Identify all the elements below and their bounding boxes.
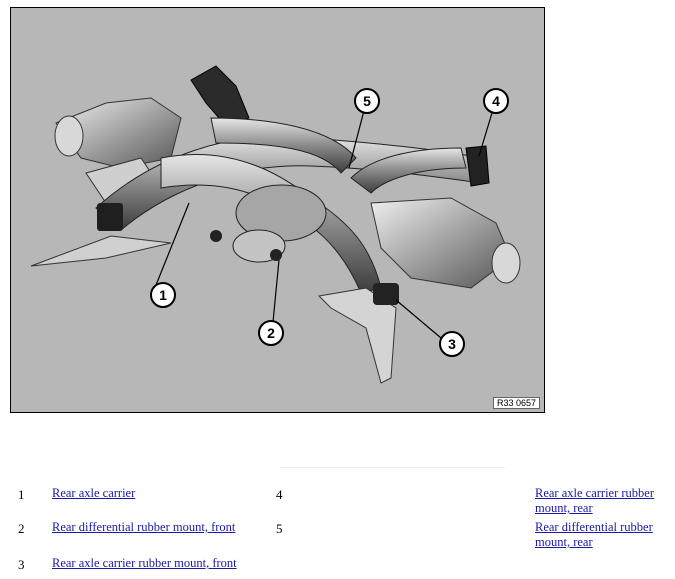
legend-link-2[interactable]: Rear differential rubber mount, front [52,520,236,534]
callout-3: 3 [439,331,465,357]
figure-reference: R33 0657 [492,397,540,409]
callout-4: 4 [483,88,509,114]
callout-1: 1 [150,282,176,308]
rear-axle-carrier-diagram: 1 2 3 4 5 R33 0657 [10,7,545,413]
divider [280,467,505,468]
legend-link-4[interactable]: Rear axle carrier rubber mount, rear [535,486,655,515]
legend-number-5: 5 [276,521,283,536]
callout-2: 2 [258,320,284,346]
legend-link-1[interactable]: Rear axle carrier [52,486,136,500]
callout-5: 5 [354,88,380,114]
legend-number-2: 2 [18,521,25,536]
legend-number-4: 4 [276,487,283,502]
legend-number-3: 3 [18,557,25,572]
legend-link-5[interactable]: Rear differential rubber mount, rear [535,520,653,549]
legend-link-3[interactable]: Rear axle carrier rubber mount, front [52,556,237,570]
legend-number-1: 1 [18,487,25,502]
axle-assembly-illustration [30,65,521,384]
